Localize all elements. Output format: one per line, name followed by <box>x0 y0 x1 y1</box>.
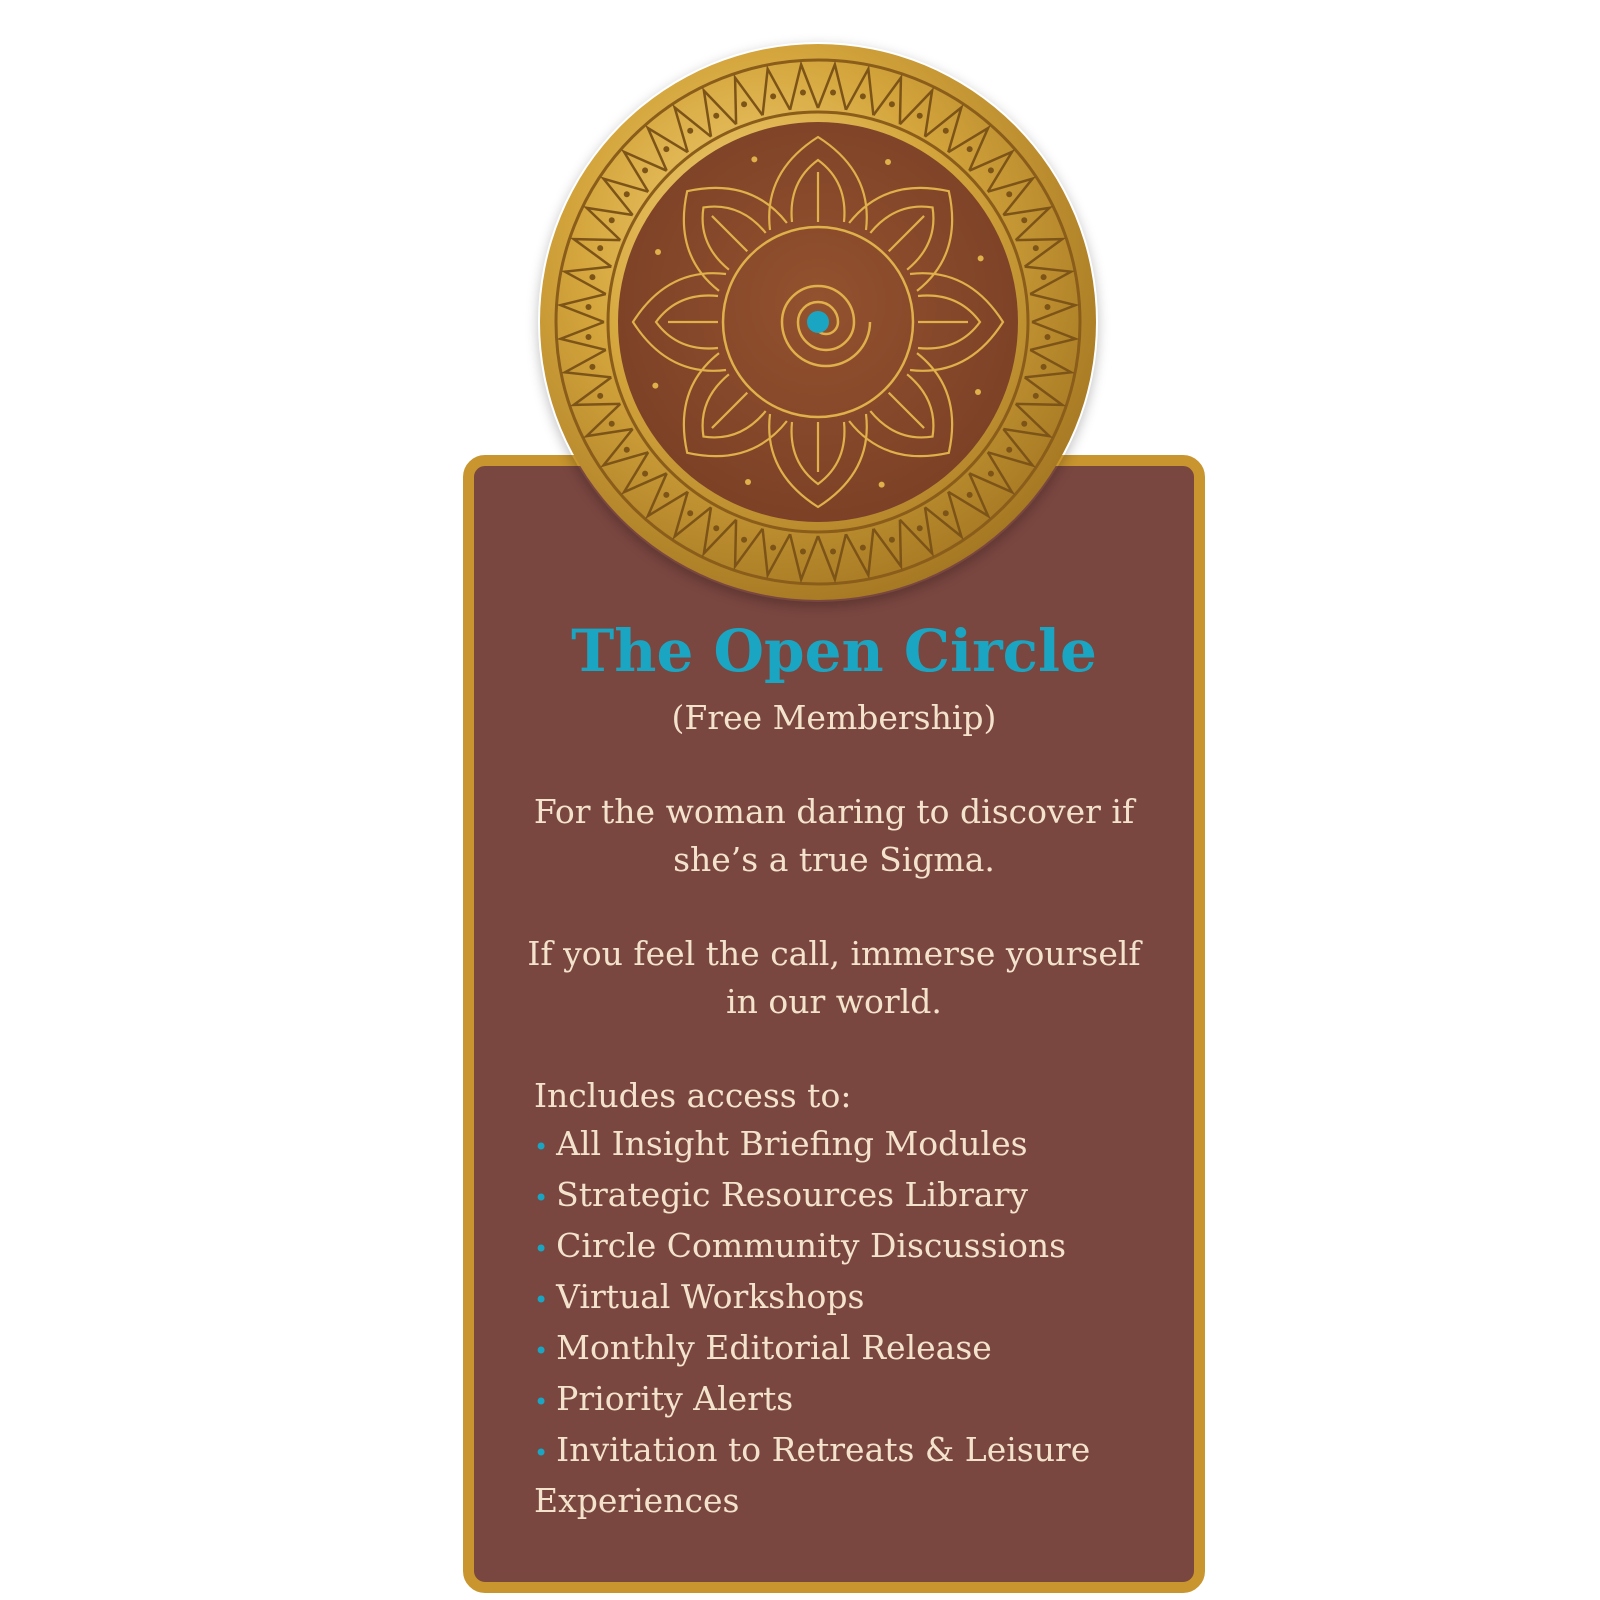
feature-label: Priority Alerts <box>556 1379 794 1418</box>
feature-item: •Invitation to Retreats & Leisure Experi… <box>534 1426 1134 1525</box>
bullet-icon: • <box>534 1388 549 1416</box>
feature-label: Monthly Editorial Release <box>556 1328 992 1367</box>
feature-label: All Insight Briefing Modules <box>556 1124 1028 1163</box>
feature-item: •Strategic Resources Library <box>534 1171 1134 1222</box>
feature-label: Strategic Resources Library <box>556 1175 1029 1214</box>
feature-item: •Circle Community Discussions <box>534 1222 1134 1273</box>
bullet-icon: • <box>534 1235 549 1263</box>
feature-label: Invitation to Retreats & Leisure Experie… <box>534 1430 1091 1520</box>
card-title: The Open Circle <box>571 617 1097 685</box>
bullet-icon: • <box>534 1286 549 1314</box>
membership-card: The Open Circle (Free Membership) For th… <box>463 455 1205 1593</box>
bullet-icon: • <box>534 1133 549 1161</box>
feature-item: •Virtual Workshops <box>534 1273 1134 1324</box>
card-description-2: If you feel the call, immerse yourself i… <box>527 934 1141 1021</box>
card-description-1: For the woman daring to discover if she’… <box>533 792 1135 879</box>
mandala-medallion <box>538 42 1098 602</box>
feature-item: •Priority Alerts <box>534 1375 1134 1426</box>
includes-heading: Includes access to: <box>534 1076 852 1115</box>
feature-label: Virtual Workshops <box>556 1277 865 1316</box>
mandala-lotus-spiral-icon <box>540 44 1096 600</box>
card-content: The Open Circle (Free Membership) For th… <box>474 616 1194 1525</box>
bullet-icon: • <box>534 1337 549 1365</box>
feature-item: •All Insight Briefing Modules <box>534 1120 1134 1171</box>
card-subtitle: (Free Membership) <box>671 698 997 737</box>
feature-item: •Monthly Editorial Release <box>534 1324 1134 1375</box>
bullet-icon: • <box>534 1439 549 1467</box>
feature-list: •All Insight Briefing Modules •Strategic… <box>534 1120 1134 1525</box>
feature-label: Circle Community Discussions <box>556 1226 1067 1265</box>
features-section: Includes access to: •All Insight Briefin… <box>534 1072 1134 1525</box>
bullet-icon: • <box>534 1184 549 1212</box>
